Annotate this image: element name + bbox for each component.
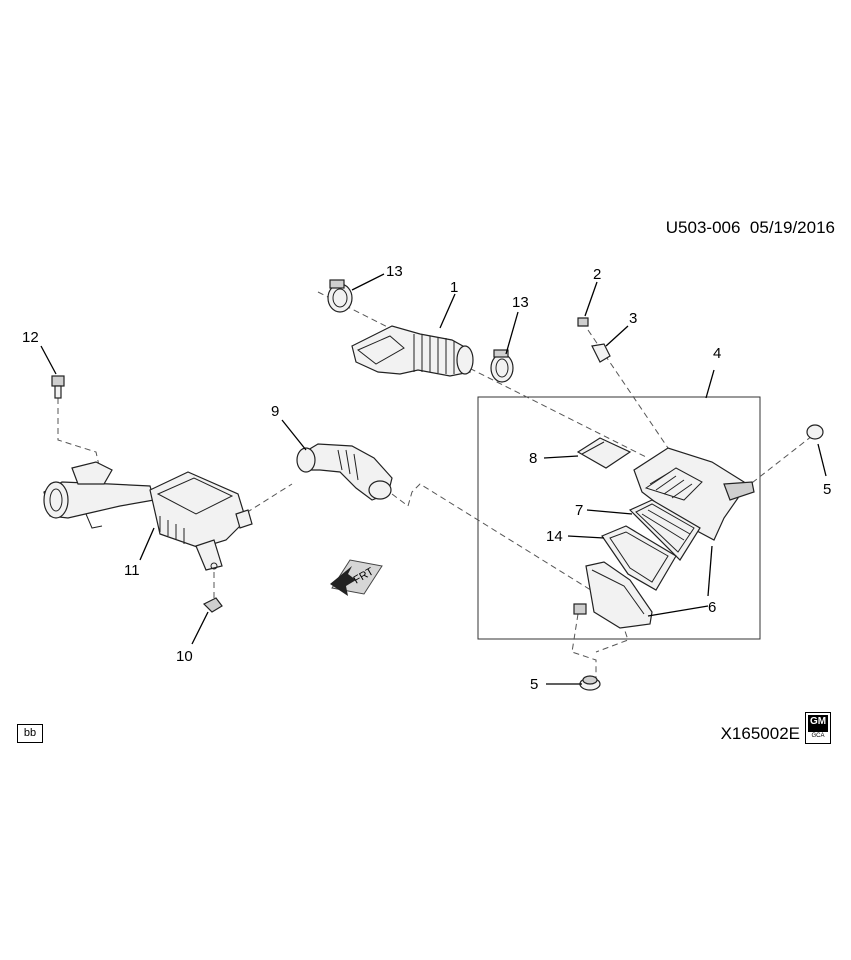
callout-12: 12 bbox=[22, 329, 39, 346]
diagram-date: 05/19/2016 bbox=[749, 218, 835, 237]
grommet-upper bbox=[806, 424, 824, 440]
air-intake-hose bbox=[351, 325, 474, 377]
callout-5-lower: 5 bbox=[530, 676, 538, 693]
callout-13-right: 13 bbox=[512, 294, 529, 311]
bolt bbox=[51, 375, 65, 399]
callout-5-upper: 5 bbox=[823, 481, 831, 498]
illustration-code: X165002E bbox=[720, 724, 800, 743]
diagram-header: U503-006 05/19/2016 bbox=[600, 218, 835, 238]
callout-leaders bbox=[40, 273, 827, 685]
callout-6: 6 bbox=[708, 599, 716, 616]
callout-3: 3 bbox=[629, 310, 637, 327]
callout-13-left: 13 bbox=[386, 263, 403, 280]
screw bbox=[577, 317, 589, 327]
bb-label: bb bbox=[17, 724, 43, 743]
callout-9: 9 bbox=[271, 403, 279, 420]
diagram-code: U503-006 bbox=[665, 218, 741, 237]
retainer-clip bbox=[591, 343, 611, 363]
callout-11: 11 bbox=[124, 562, 140, 579]
callout-4: 4 bbox=[713, 345, 721, 362]
air-filter bbox=[628, 499, 701, 561]
gm-logo-text: GM bbox=[809, 716, 827, 727]
callout-7: 7 bbox=[575, 502, 583, 519]
hose-clamp-left bbox=[327, 279, 353, 313]
callout-1: 1 bbox=[450, 279, 458, 296]
callout-14: 14 bbox=[546, 528, 563, 545]
grommet-lower bbox=[579, 675, 601, 691]
callout-8: 8 bbox=[529, 450, 537, 467]
callout-10: 10 bbox=[176, 648, 193, 665]
front-direction-arrow: FRT bbox=[330, 559, 383, 596]
gm-logo: GM GCA bbox=[805, 712, 831, 744]
air-inlet-duct bbox=[43, 461, 253, 571]
assembly-group-box bbox=[477, 396, 761, 640]
filter-frame bbox=[601, 525, 677, 591]
connecting-hose bbox=[296, 443, 393, 501]
air-cleaner-lower-housing bbox=[573, 561, 653, 629]
callout-numbers: 1 2 3 4 5 5 6 7 8 9 10 11 12 13 13 14 bbox=[22, 263, 831, 693]
filter-element-small bbox=[576, 437, 632, 469]
nut bbox=[202, 597, 223, 613]
callout-2: 2 bbox=[593, 266, 601, 283]
hose-clamp-right bbox=[490, 349, 514, 383]
gm-logo-subtext: GCA bbox=[811, 733, 825, 739]
